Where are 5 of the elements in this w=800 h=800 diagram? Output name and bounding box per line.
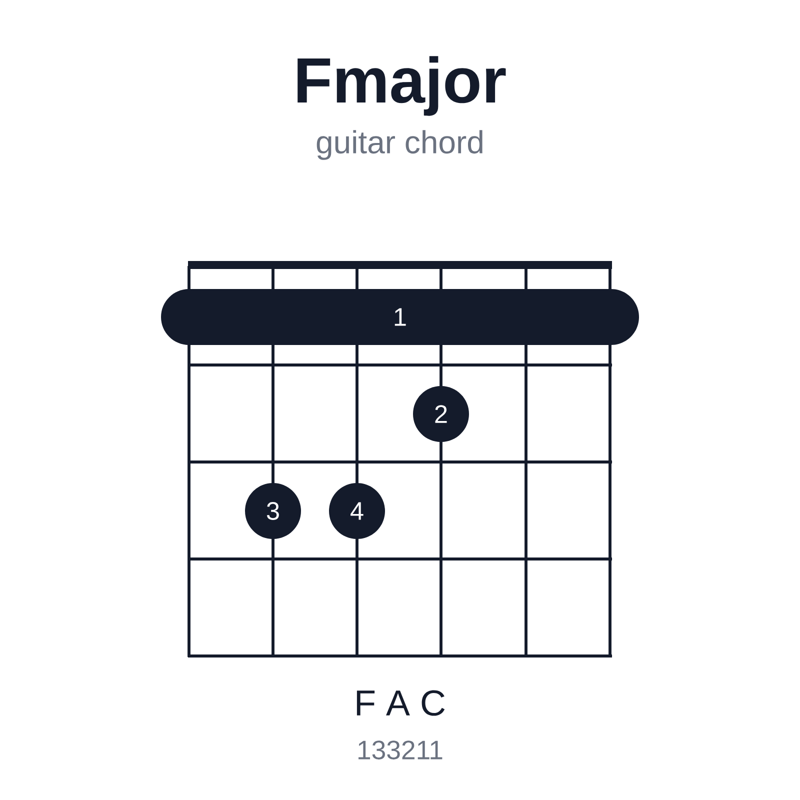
fingering: 133211 (358, 740, 442, 760)
barre-bar: 1 (161, 289, 639, 345)
subtitle: guitar chord (316, 130, 482, 160)
chord-notes: F A C (356, 690, 445, 716)
title: Fmajor (298, 56, 506, 116)
